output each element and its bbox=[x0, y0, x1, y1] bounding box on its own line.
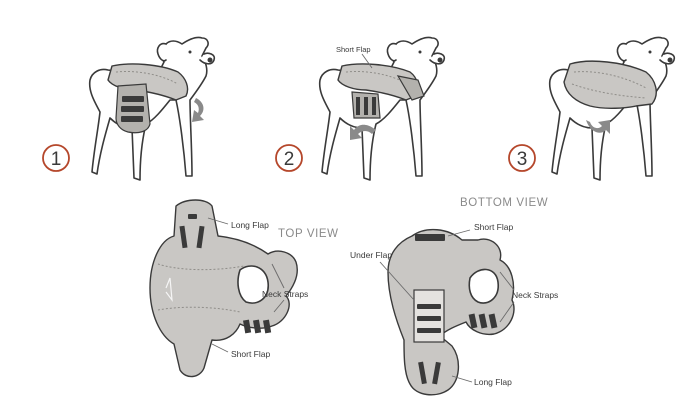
bottom-neck-straps-label: Neck Straps bbox=[512, 290, 558, 300]
top-view-vest bbox=[149, 199, 298, 378]
dog-step-1 bbox=[88, 36, 216, 181]
step-3-number: 3 bbox=[517, 149, 528, 170]
top-neck-straps-label: Neck Straps bbox=[262, 289, 308, 299]
step-2-short-flap-label: Short Flap bbox=[336, 45, 371, 54]
step-1-number: 1 bbox=[51, 149, 62, 170]
step-1-circle bbox=[42, 144, 70, 172]
step-3-circle bbox=[508, 144, 536, 172]
top-long-flap-label: Long Flap bbox=[231, 220, 269, 230]
bottom-short-flap-label: Short Flap bbox=[474, 222, 513, 232]
top-view-title: TOP VIEW bbox=[278, 228, 339, 240]
bottom-view-title: BOTTOM VIEW bbox=[460, 197, 548, 209]
bottom-long-flap-label: Long Flap bbox=[474, 377, 512, 387]
step-2-circle bbox=[275, 144, 303, 172]
top-short-flap-label: Short Flap bbox=[231, 349, 270, 359]
dog-step-3 bbox=[548, 36, 676, 181]
bottom-view-vest bbox=[379, 229, 515, 396]
step-2-number: 2 bbox=[284, 149, 295, 170]
dog-step-2 bbox=[318, 36, 446, 181]
bottom-under-flap-label: Under Flap bbox=[350, 250, 392, 260]
